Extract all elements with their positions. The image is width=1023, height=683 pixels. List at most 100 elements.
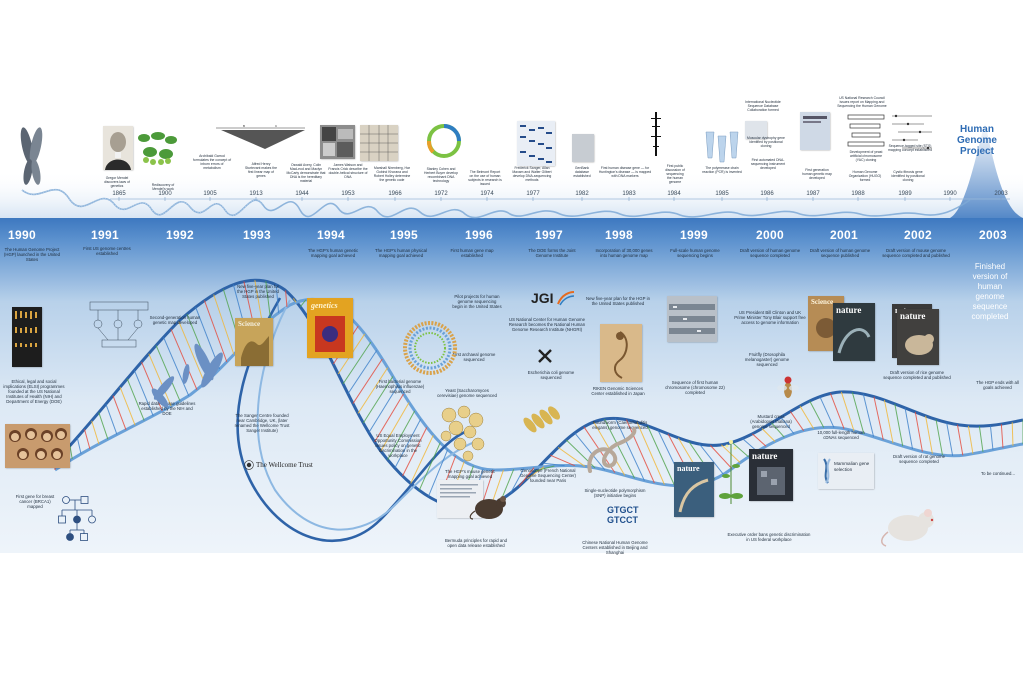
rat-image (881, 509, 934, 547)
dna-base-pair (731, 441, 749, 458)
event-caption: Fruitfly (Drosophila melanogaster) genom… (744, 352, 790, 368)
year-heading-1996: 1996 (465, 228, 493, 242)
year-heading-1994: 1994 (317, 228, 345, 242)
gene-map-poster-image (600, 324, 642, 382)
dna-base-pair (402, 427, 428, 477)
year-heading-2001: 2001 (830, 228, 858, 242)
top-year-label: 1913 (249, 191, 263, 197)
top-timeline-caption: Oswald Avery, Colin MacLeod and Maclyn M… (286, 163, 326, 183)
genbank-screen-image (572, 134, 594, 162)
dna-base-pair (170, 328, 198, 390)
database-doc-image (745, 121, 767, 139)
dna-base-pair (862, 393, 875, 437)
nhgri-logo-icon (538, 349, 552, 363)
sts-map-diagram-image (892, 114, 932, 150)
dna-base-pair (534, 465, 555, 472)
dna-base-pair (84, 429, 91, 450)
event-caption: Draft version of rat genome sequence com… (892, 454, 946, 465)
dna-base-pair (299, 299, 307, 308)
finished-sequence-text: Finished version of human genome sequenc… (971, 262, 1009, 321)
svg-text:C: C (275, 124, 278, 128)
event-caption: Draft version of mouse genome sequence c… (882, 248, 950, 259)
dna-base-pair (427, 449, 449, 497)
dna-base-pair (873, 396, 884, 441)
event-caption: Yeast (Saccharomyces cerevisiae) genome … (437, 388, 497, 399)
dna-base-pair (789, 411, 805, 431)
event-caption: Sequence of first human chromosome (chro… (665, 380, 725, 396)
event-caption: US President Bill Clinton and UK Prime M… (734, 310, 806, 326)
dna-base-pair (387, 410, 416, 460)
roundworm-image (587, 427, 637, 473)
yac-diagram-image (847, 114, 885, 147)
dna-base-pair (526, 466, 545, 480)
top-year-label: 1953 (341, 191, 355, 197)
event-caption: The HGP's mouse genetic mapping goal ach… (444, 469, 496, 480)
hgp-end-note: The HGP ends with all goals achieved (976, 380, 1019, 391)
dna-base-pair (625, 419, 655, 484)
yeast-cells-image (440, 405, 485, 462)
nrc-report-image (800, 112, 830, 150)
gene-selection-doc-image: Mammalian gene selection (818, 453, 874, 489)
year-heading-2003: 2003 (979, 228, 1007, 242)
sequence-ladder-image (651, 112, 661, 156)
genome-centre-diagram-image (89, 301, 149, 348)
top-timeline-caption: Frederick Sanger, Allan Maxam and Walter… (512, 166, 552, 182)
top-timeline-caption: Development of yeast artificial chromoso… (849, 150, 883, 162)
linear-gene-map-image: B C (216, 124, 305, 149)
top-year-label: 1989 (898, 191, 912, 197)
dna-base-pair (967, 425, 974, 454)
event-caption: Draft version of human genome sequence c… (739, 248, 801, 259)
top-timeline-caption: Alfred Henry Sturtevant makes the first … (244, 162, 278, 178)
dna-base-pair (851, 392, 865, 434)
dna-base-pair (491, 469, 504, 505)
pcr-tubes-image (705, 131, 739, 163)
dna-photo-image (320, 125, 355, 159)
year-heading-1995: 1995 (390, 228, 418, 242)
dna-base-pair (603, 418, 635, 479)
top-timeline-caption: The Belmont Report on the use of human s… (468, 170, 502, 186)
top-timeline-caption: Gregor Mendel discovers laws of genetics (104, 176, 130, 188)
top-year-label: 1966 (388, 191, 402, 197)
event-caption: Draft version of rice genome sequence co… (883, 370, 951, 381)
mendel-portrait-image (103, 126, 133, 170)
wellcome-logo-text: The Wellcome Trust (256, 461, 313, 469)
event-caption: Incorporation of 30,000 genes into human… (595, 248, 653, 259)
dna-base-pair (829, 393, 845, 429)
event-caption: Bermuda principles for rapid and open da… (444, 538, 508, 549)
top-timeline-caption: Marshall Nirenberg, Har Gobind Khorana a… (373, 166, 411, 182)
top-year-label: 1944 (295, 191, 309, 197)
dna-base-pair (342, 341, 372, 385)
top-year-label: 1986 (760, 191, 774, 197)
dna-base-pair (780, 416, 795, 434)
event-caption: Executive order bans genetic discriminat… (727, 532, 811, 543)
year-heading-1992: 1992 (166, 228, 194, 242)
dna-base-pair (91, 420, 100, 445)
science-cover-1993: Science (235, 318, 273, 366)
top-timeline-caption: Human Genome Organization (HUGO) formed (848, 170, 882, 182)
to-be-continued-text: To be continued... (981, 471, 1015, 476)
event-caption: Mustard cress (Arabidopsis thaliana) gen… (750, 414, 792, 430)
top-year-label: 1977 (526, 191, 540, 197)
karyotype-image (12, 307, 42, 367)
dna-base-pair (894, 403, 904, 447)
year-heading-1997: 1997 (535, 228, 563, 242)
jgi-swoosh-icon (557, 291, 575, 306)
event-caption: Pilot projects for human genome sequenci… (452, 294, 502, 310)
end-spike (950, 122, 1023, 218)
dna-base-pair (410, 434, 434, 484)
dna-base-pair (978, 426, 984, 452)
plasmid-ring-image (427, 124, 461, 158)
pedigree-chart-image (58, 496, 96, 541)
top-timeline-caption: James Watson and Francis Crick describe … (328, 163, 368, 179)
event-caption: Ethical, legal and social implications (… (3, 379, 65, 405)
event-caption: 10,000 full-length human cDNAs sequenced (817, 430, 865, 441)
event-caption: First gene for breast cancer (BRCA1) map… (15, 494, 55, 510)
arabidopsis-plant-image (719, 440, 743, 504)
dna-base-pair (112, 395, 127, 430)
top-year-label: 1985 (715, 191, 729, 197)
dna-base-pair (771, 422, 785, 438)
sequencing-gel-image (517, 121, 555, 166)
dna-base-pair (557, 446, 586, 467)
hgp-title: Human Genome Project (956, 124, 997, 157)
dna-base-pair (362, 376, 394, 424)
